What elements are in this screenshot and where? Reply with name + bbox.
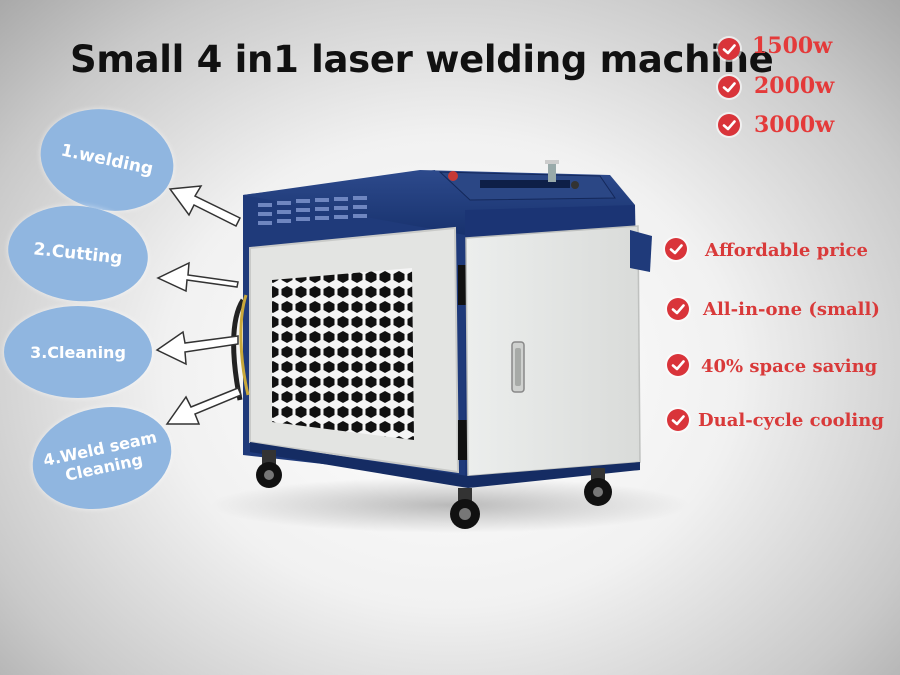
arrow-cutting	[156, 261, 239, 293]
arrow-welding	[168, 185, 242, 228]
hex-ventilation-grille	[272, 268, 414, 440]
arrow-cleaning	[155, 330, 239, 366]
arrows	[155, 185, 242, 425]
top-vent-slots	[258, 196, 367, 225]
check-icon	[667, 298, 689, 320]
function-label: 3.Cleaning	[30, 342, 126, 362]
feature-dual-cycle-cooling: Dual-cycle cooling	[698, 410, 884, 431]
function-label: 2.Cutting	[32, 238, 124, 269]
check-icon	[667, 409, 689, 431]
check-icon	[718, 114, 740, 136]
caster-wheel	[584, 468, 612, 506]
feature-affordable-price: Affordable price	[705, 240, 868, 261]
check-icon	[665, 238, 687, 260]
power-option-3000w: 3000w	[754, 112, 835, 138]
check-icon	[667, 354, 689, 376]
page-title: Small 4 in1 laser welding machine	[70, 38, 774, 81]
power-option-1500w: 1500w	[752, 33, 833, 59]
caster-wheel	[256, 450, 282, 488]
arrow-weld-seam	[165, 387, 242, 425]
check-icon	[718, 38, 740, 60]
power-option-2000w: 2000w	[754, 73, 835, 99]
floor-shadow	[210, 477, 690, 533]
function-bubble-cleaning: 3.Cleaning	[4, 306, 152, 398]
feature-all-in-one: All-in-one (small)	[703, 299, 880, 320]
front-door	[465, 225, 641, 477]
feature-space-saving: 40% space saving	[701, 356, 878, 377]
check-icon	[718, 76, 740, 98]
function-label: 1.welding	[59, 140, 155, 180]
caster-wheel	[450, 488, 480, 529]
